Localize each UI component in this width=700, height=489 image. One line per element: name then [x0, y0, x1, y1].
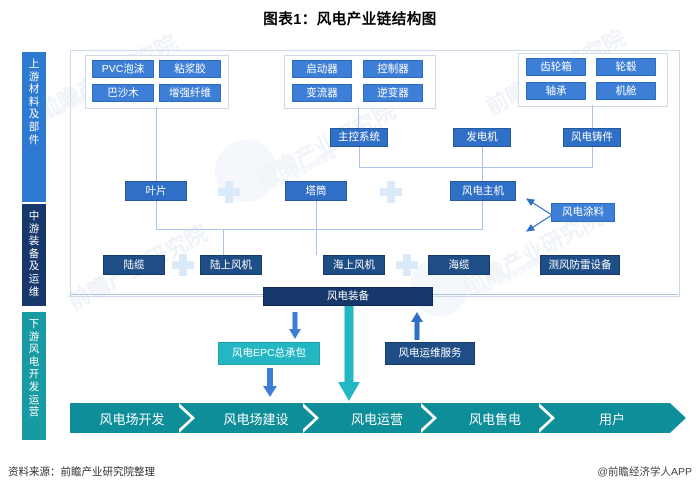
stage-char: 电 — [28, 355, 40, 368]
node-wind-power-casting[interactable]: 风电铸件 — [563, 128, 621, 147]
value-chain: 风电场开发 风电场建设 风电运营 风电售电 用户 — [70, 403, 686, 433]
node-reinforced-fiber[interactable]: 增强纤维 — [159, 84, 221, 102]
connector-line — [156, 107, 157, 181]
stage-char: 营 — [28, 406, 40, 419]
chevron-notch-icon — [179, 403, 195, 433]
stage-char: 料 — [28, 95, 40, 108]
stage-label-midstream: 中 游 装 备 及 运 维 — [22, 204, 46, 306]
node-blade[interactable]: 叶片 — [125, 181, 187, 201]
connector-line — [359, 147, 360, 167]
chevron-notch-icon — [303, 403, 319, 433]
node-nacelle[interactable]: 机舱 — [596, 82, 656, 100]
stage-char: 材 — [28, 83, 40, 96]
connector-line — [156, 229, 483, 230]
node-controller[interactable]: 控制器 — [363, 60, 423, 78]
plus-icon-3 — [172, 254, 194, 276]
connector-line — [592, 105, 593, 128]
connector-line — [156, 201, 157, 229]
plus-icon-1 — [218, 181, 240, 203]
stage-char: 部 — [28, 120, 40, 133]
chevron-notch-icon — [421, 403, 437, 433]
node-onshore-turbine[interactable]: 陆上风机 — [200, 255, 262, 275]
chevron-label: 风电场开发 — [99, 411, 165, 427]
node-adhesive[interactable]: 粘浆胶 — [159, 60, 221, 78]
connector-line — [316, 201, 317, 255]
chevron-wind-operation[interactable]: 风电运营 — [318, 403, 437, 433]
node-onshore-cable[interactable]: 陆缆 — [103, 255, 165, 275]
chevron-end-user[interactable]: 用户 — [554, 403, 686, 433]
node-converter[interactable]: 变流器 — [292, 84, 352, 102]
connector-line — [223, 229, 224, 255]
stage-char: 下 — [28, 318, 40, 330]
node-om-services[interactable]: 风电运维服务 — [385, 342, 475, 365]
chevron-farm-construction[interactable]: 风电场建设 — [194, 403, 319, 433]
node-wind-turbine-unit[interactable]: 风电主机 — [450, 181, 516, 201]
node-generator[interactable]: 发电机 — [453, 128, 511, 147]
chevron-tip-icon — [670, 403, 686, 433]
chevron-notch-icon — [539, 403, 555, 433]
node-tower[interactable]: 塔筒 — [285, 181, 347, 201]
chevron-label: 风电场建设 — [223, 411, 289, 427]
plus-icon-4 — [396, 254, 418, 276]
stage-char: 开 — [28, 368, 40, 381]
node-bearing[interactable]: 轴承 — [526, 82, 586, 100]
chevron-farm-development[interactable]: 风电场开发 — [70, 403, 195, 433]
stage-char: 装 — [28, 235, 40, 248]
brand-credit: @前瞻经济学人APP — [597, 466, 692, 478]
stage-char: 风 — [28, 343, 40, 356]
page-title: 图表1：风电产业链结构图 — [263, 12, 437, 28]
stage-char: 件 — [28, 133, 40, 146]
main-flow-arrow-icon — [338, 306, 360, 401]
node-starter[interactable]: 启动器 — [292, 60, 352, 78]
chevron-label: 风电运营 — [350, 411, 403, 427]
node-inverter[interactable]: 逆变器 — [363, 84, 423, 102]
connector-line — [592, 147, 593, 167]
stage-label-downstream: 下 游 风 电 开 发 运 营 — [22, 312, 46, 440]
node-pvc-foam[interactable]: PVC泡沫 — [92, 60, 154, 78]
plus-icon-2 — [380, 181, 402, 203]
node-wind-power-coating[interactable]: 风电涂料 — [551, 203, 615, 222]
connector-line — [482, 147, 483, 181]
node-gearbox[interactable]: 齿轮箱 — [526, 58, 586, 76]
stage-char: 上 — [28, 58, 40, 70]
node-offshore-turbine[interactable]: 海上风机 — [323, 255, 385, 275]
stage-char: 游 — [28, 330, 40, 343]
om-arrow-up-icon — [410, 312, 424, 340]
stage-char: 备 — [28, 247, 40, 260]
connector-line — [359, 167, 593, 168]
stage-char: 运 — [28, 272, 40, 285]
coating-double-arrow-icon — [525, 198, 553, 232]
stage-char: 游 — [28, 70, 40, 83]
node-main-control-system[interactable]: 主控系统 — [330, 128, 388, 147]
stage-char: 游 — [28, 222, 40, 235]
node-offshore-cable[interactable]: 海缆 — [428, 255, 490, 275]
stage-label-upstream: 上 游 材 料 及 部 件 — [22, 52, 46, 202]
stage-char: 及 — [28, 260, 40, 273]
chevron-label: 用户 — [598, 411, 625, 427]
stage-char: 运 — [28, 393, 40, 406]
node-epc-contracting[interactable]: 风电EPC总承包 — [218, 342, 320, 365]
stage-char: 中 — [28, 210, 40, 222]
node-hub[interactable]: 轮毂 — [596, 58, 656, 76]
node-balsa-wood[interactable]: 巴沙木 — [92, 84, 154, 102]
stage-char: 及 — [28, 108, 40, 121]
connector-line — [482, 201, 483, 229]
node-wind-lightning-equipment[interactable]: 测风防雷设备 — [540, 255, 620, 275]
chevron-power-selling[interactable]: 风电售电 — [436, 403, 555, 433]
node-wind-power-equipment[interactable]: 风电装备 — [263, 287, 433, 306]
source-note: 资料来源：前瞻产业研究院整理 — [8, 466, 155, 478]
stage-char: 发 — [28, 380, 40, 393]
chevron-label: 风电售电 — [468, 411, 521, 427]
stage-char: 维 — [28, 285, 40, 298]
epc-arrow-down-icon — [288, 312, 302, 340]
epc-to-chain-arrow-icon — [262, 368, 278, 398]
connector-line — [358, 107, 359, 128]
